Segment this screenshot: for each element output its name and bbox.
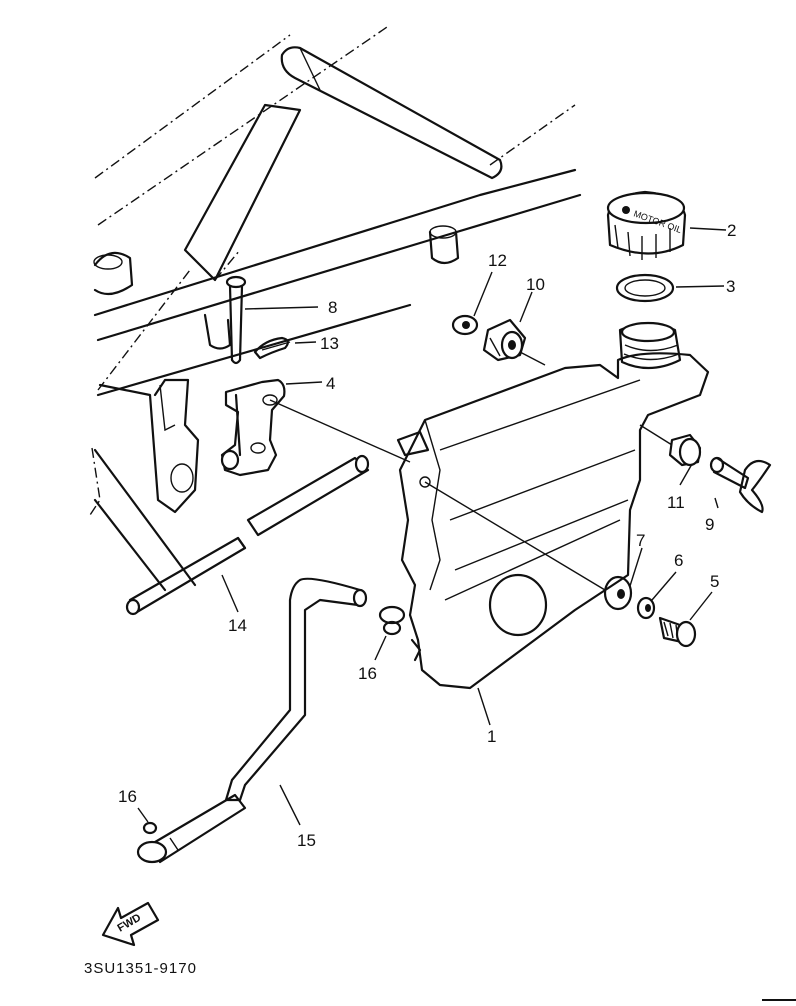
diagram-code: 3SU1351-9170 [84,960,197,977]
oil-cap-part-2: MOTOR OIL [606,190,687,260]
alignment-lines [137,227,727,826]
callout-16-lower: 16 [118,787,137,806]
washer-part-7 [603,575,633,611]
callout-11: 11 [667,493,685,512]
callout-6: 6 [674,551,683,570]
bolt-part-5 [658,616,697,648]
callout-3: 3 [726,277,735,296]
callout-8: 8 [328,298,337,317]
collar-part-11 [668,433,702,467]
callout-labels: 1 2 3 4 5 6 7 8 9 10 11 12 13 14 15 16 1… [118,221,736,850]
callout-15: 15 [297,831,316,850]
lock-washer-part-6 [636,596,656,620]
hose-part-14 [125,454,370,616]
corner-rule [762,999,796,1001]
fwd-arrow-icon: FWD [101,901,160,947]
bracket-part-4 [220,378,286,477]
callout-12: 12 [488,251,507,270]
callout-1: 1 [487,727,496,746]
grommet-part-10 [482,318,527,362]
gasket-part-3 [615,273,675,303]
callout-14: 14 [228,616,247,635]
clip-part-16a [378,605,406,636]
callout-7: 7 [636,531,645,550]
oil-tank-part-1 [396,321,710,690]
washer-part-12 [451,314,479,336]
callout-16-upper: 16 [358,664,377,683]
callout-2: 2 [727,221,736,240]
callout-13: 13 [320,334,339,353]
clip-part-16b [142,821,158,835]
hose-part-15 [136,577,368,864]
callout-9: 9 [705,515,714,534]
wing-bolt-part-9 [709,456,772,514]
pin-part-8 [225,275,247,365]
callout-4: 4 [326,374,335,393]
callout-10: 10 [526,275,545,294]
clip-part-13 [253,336,291,360]
callout-5: 5 [710,572,719,591]
frame-structure [89,24,582,592]
